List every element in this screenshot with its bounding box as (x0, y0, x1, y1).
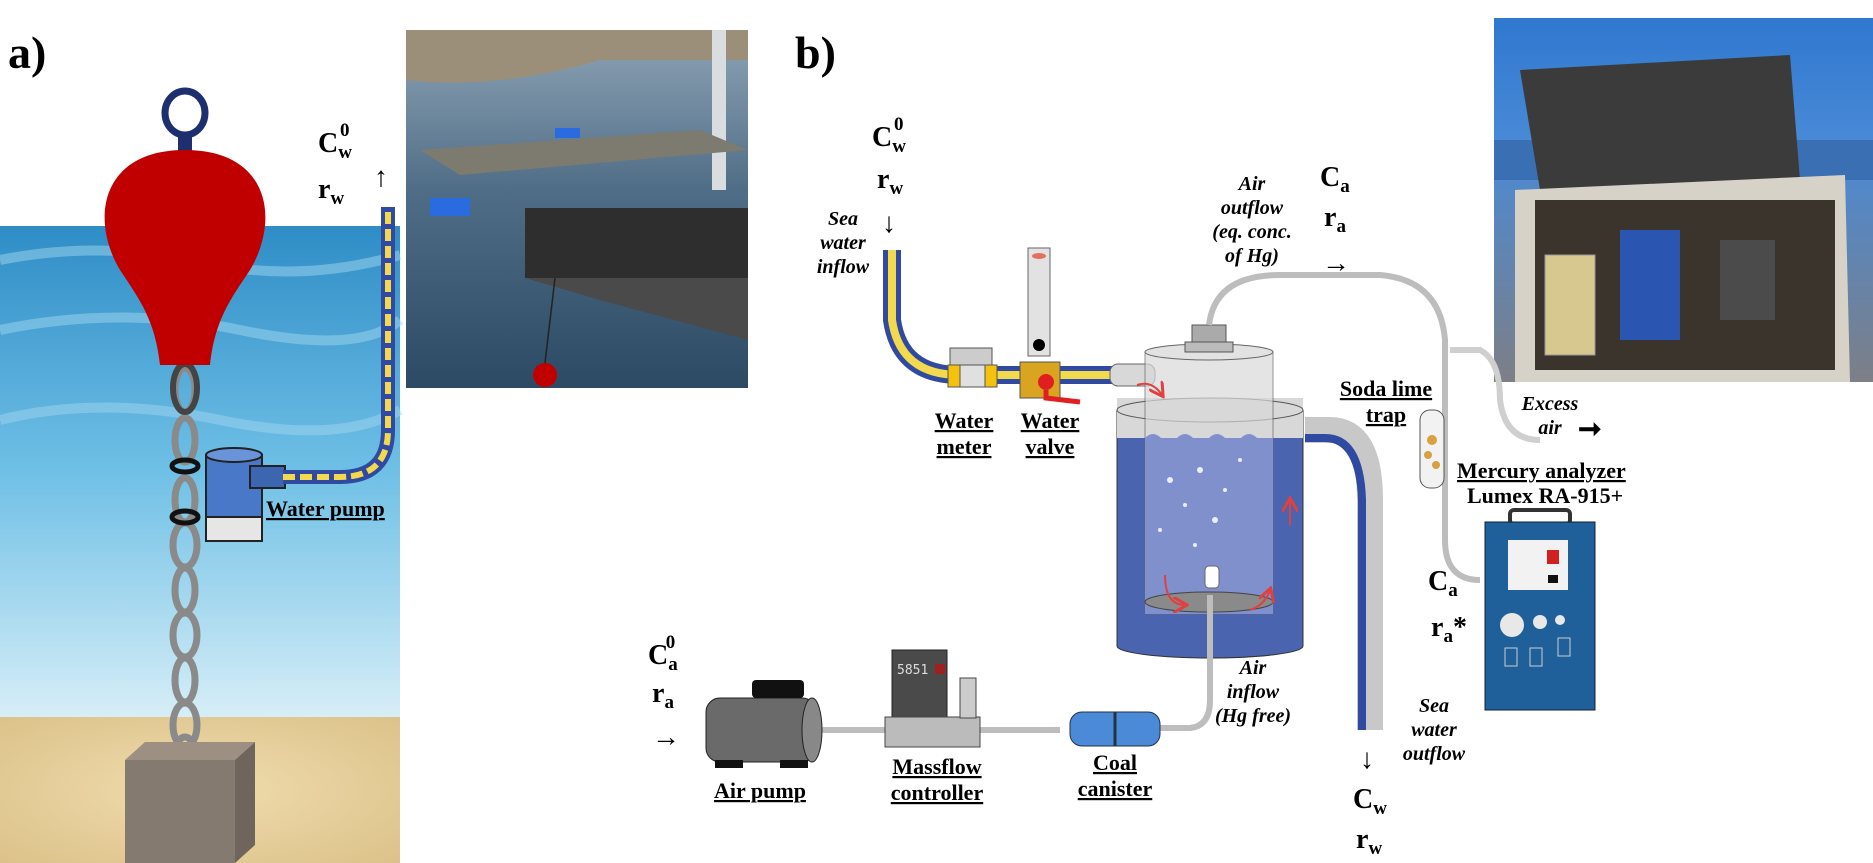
rw-symbol: rw (318, 174, 344, 209)
coal-canister (1069, 711, 1161, 747)
water-pump (169, 447, 286, 542)
air-pump-label: Air pump (714, 778, 806, 803)
mercury-analyzer (1484, 508, 1596, 711)
massflow-controller: 5851 (884, 649, 981, 748)
cw0-symbol: Cw0 (318, 120, 352, 163)
anchor-block (125, 742, 255, 863)
air-outflow-tube (1206, 272, 1481, 583)
water-pump-label: Water pump (266, 496, 385, 521)
arrow-right-outflow: → (1322, 248, 1350, 279)
arrow-up: ↑ (374, 162, 388, 193)
photo-pier-buoy (406, 30, 748, 388)
inflow-hose (883, 250, 1150, 384)
flowmeter (1027, 247, 1051, 357)
cw0-inflow-symbol: Cw0 (872, 114, 906, 157)
cw-outflow-symbol: Cw (1353, 784, 1387, 819)
arrow-right-excess-air: ➞ (1578, 414, 1601, 445)
water-meter (947, 347, 998, 388)
rw-inflow-symbol: rw (877, 164, 903, 199)
ca-outflow-symbol: Ca (1320, 162, 1350, 197)
arrow-down-inflow: ↓ (882, 208, 896, 239)
ra-outflow-symbol: ra (1324, 202, 1346, 237)
arrow-down-outflow: ↓ (1360, 744, 1374, 775)
photo-field-station (1494, 18, 1873, 382)
equilibrator-tank (1116, 324, 1304, 659)
air-inflow-tube (820, 595, 1213, 733)
mercury-analyzer-label: Mercury analyzer (1457, 458, 1626, 483)
ca0-symbol: Ca0 (648, 632, 678, 675)
rw-outflow-symbol: rw (1356, 824, 1382, 859)
panel-b-label: b) (795, 27, 836, 78)
analyzer-model-label: Lumex RA-915+ (1467, 483, 1623, 508)
soda-lime-trap (1419, 409, 1445, 489)
water-valve (1019, 361, 1081, 405)
panel-a: Water pump Cw0 rw ↑ a) (0, 27, 748, 863)
panel-b: b) (648, 18, 1873, 859)
excess-air-tube (1450, 347, 1541, 443)
air-pump (705, 680, 823, 768)
panel-a-label: a) (8, 27, 46, 78)
ra-inlet-symbol: ra (652, 678, 674, 713)
ca-analyzer-symbol: Ca (1428, 566, 1458, 601)
arrow-right-inlet: → (652, 722, 680, 753)
mfc-display: 5851 (897, 663, 928, 678)
outflow-hose (1305, 417, 1383, 730)
ra-star-symbol: ra* (1431, 612, 1467, 647)
buoy (104, 87, 266, 365)
